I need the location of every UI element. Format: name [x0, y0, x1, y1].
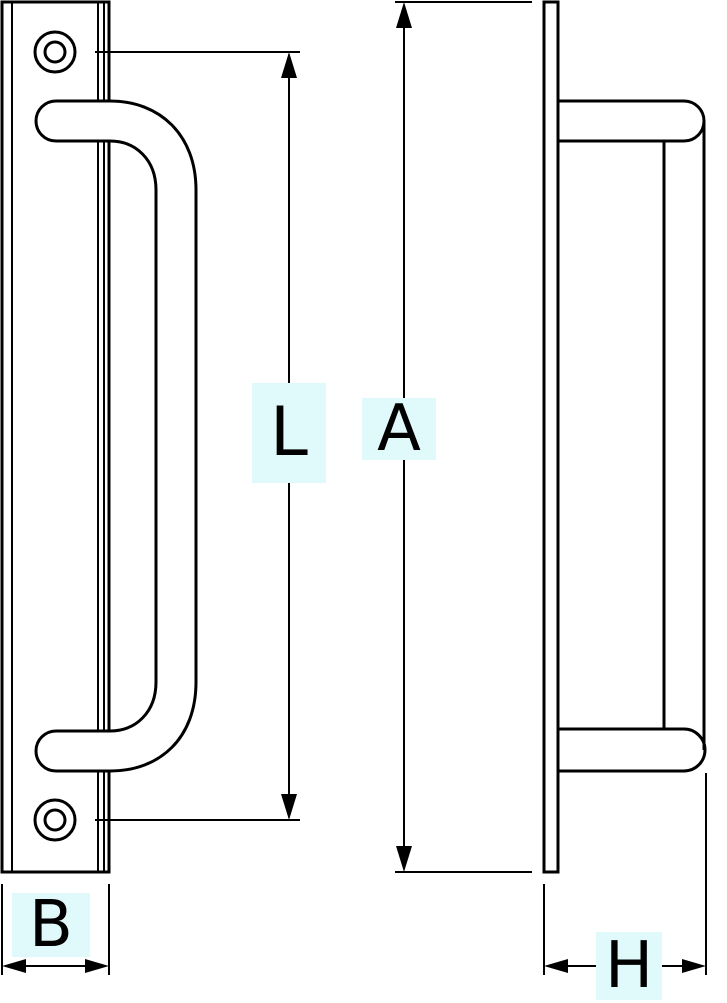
- dim-a-arrow-top: [396, 2, 412, 28]
- dimension-a: [395, 1, 532, 873]
- dimension-label-a: A: [377, 392, 421, 466]
- top-hole-inner: [43, 40, 67, 64]
- label-highlights: [12, 383, 662, 1000]
- dim-h-arrow-left: [544, 959, 568, 973]
- dim-h-arrow-right: [682, 959, 706, 973]
- dimension-label-l: L: [270, 393, 308, 472]
- dimension-l: [95, 51, 300, 821]
- label-l-highlight: [252, 383, 326, 483]
- bottom-hole-outer: [33, 798, 77, 842]
- bottom-hole-inner: [43, 808, 67, 832]
- side-top-leg: [556, 99, 706, 143]
- dimension-label-h: H: [604, 929, 654, 1003]
- dimension-h: [543, 773, 707, 975]
- label-h-highlight: [596, 932, 662, 1000]
- dim-b-arrow-right: [85, 959, 109, 973]
- side-bottom-leg: [556, 727, 707, 773]
- dim-l-arrow-bottom: [281, 794, 297, 820]
- dimension-b: [1, 884, 110, 975]
- label-b-highlight: [12, 893, 90, 957]
- side-plate: [542, 0, 560, 874]
- dim-l-arrow-top: [281, 52, 297, 78]
- dimension-label-b: B: [29, 888, 73, 962]
- label-a-highlight: [362, 398, 436, 460]
- side-view: [542, 0, 707, 874]
- dim-b-arrow-left: [2, 959, 26, 973]
- front-view: [0, 0, 198, 874]
- handle-front-outline: [34, 99, 198, 773]
- dim-a-arrow-bottom: [396, 846, 412, 872]
- base-plate: [0, 0, 111, 874]
- top-hole-outer: [33, 30, 77, 74]
